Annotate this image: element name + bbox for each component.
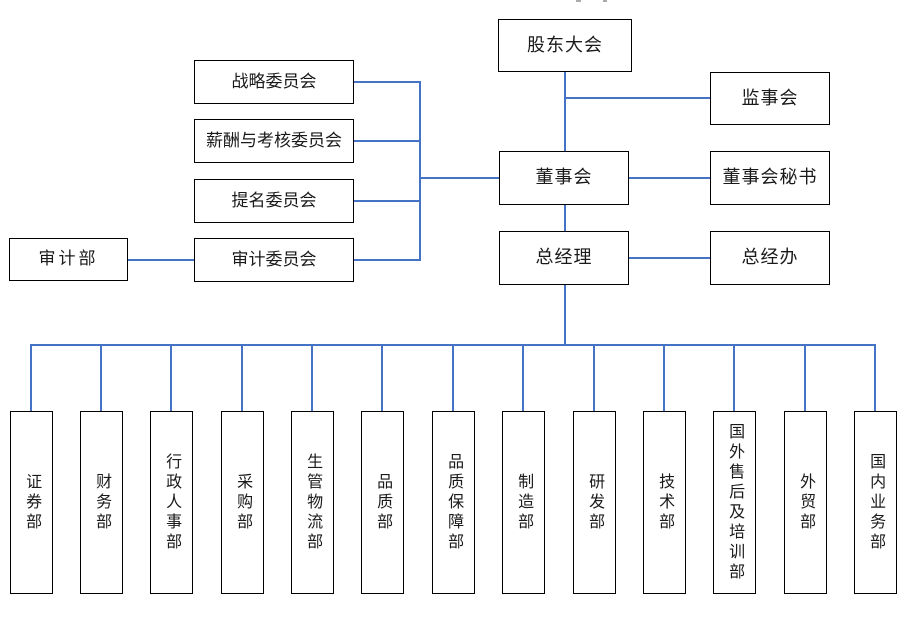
node-dept-technology: 技术部 xyxy=(643,411,686,594)
connector-nomination-committee xyxy=(354,200,420,202)
connector-drop-7 xyxy=(452,344,454,411)
connector-drop-1 xyxy=(30,344,32,411)
connector-board-secretary xyxy=(629,177,710,179)
node-board-secretary: 董事会秘书 xyxy=(710,151,830,205)
connector-compensation-committee xyxy=(354,140,420,142)
node-dept-production-logistics: 生管物流部 xyxy=(291,411,334,594)
node-dept-admin-hr: 行政人事部 xyxy=(150,411,193,594)
node-shareholders-meeting: 股东大会 xyxy=(498,19,632,72)
connector-drop-9 xyxy=(593,344,595,411)
node-dept-securities: 证券部 xyxy=(10,411,53,594)
node-dept-manufacturing: 制造部 xyxy=(502,411,545,594)
connector-drop-11 xyxy=(733,344,735,411)
connector-supervisory-branch xyxy=(564,97,710,99)
connector-audit-committee xyxy=(354,259,420,261)
node-board-of-directors: 董事会 xyxy=(499,151,629,205)
node-dept-quality-assurance: 品质保障部 xyxy=(432,411,475,594)
node-dept-overseas-aftersales-training: 国外售后及培训部 xyxy=(713,411,756,594)
connector-audit-dept xyxy=(128,259,194,261)
node-general-manager: 总经理 xyxy=(499,231,629,285)
connector-gm-office xyxy=(629,257,710,259)
node-dept-foreign-trade: 外贸部 xyxy=(784,411,827,594)
node-gm-office: 总经办 xyxy=(710,231,830,285)
node-compensation-committee: 薪酬与考核委员会 xyxy=(194,119,354,163)
connector-gm-departments xyxy=(564,285,566,346)
connector-drop-3 xyxy=(170,344,172,411)
connector-drop-10 xyxy=(663,344,665,411)
connector-drop-6 xyxy=(381,344,383,411)
node-dept-domestic-business: 国内业务部 xyxy=(854,411,897,594)
cropped-title-artifact xyxy=(603,0,607,2)
connector-drop-12 xyxy=(804,344,806,411)
node-dept-finance: 财务部 xyxy=(80,411,123,594)
node-audit-department: 审计部 xyxy=(9,238,128,281)
node-dept-purchasing: 采购部 xyxy=(221,411,264,594)
node-dept-rnd: 研发部 xyxy=(573,411,616,594)
cropped-title-artifact xyxy=(576,0,581,2)
node-strategy-committee: 战略委员会 xyxy=(194,60,354,104)
connector-drop-5 xyxy=(311,344,313,411)
connector-committees-board xyxy=(419,177,499,179)
connector-drop-8 xyxy=(522,344,524,411)
node-nomination-committee: 提名委员会 xyxy=(194,179,354,223)
connector-committee-bus xyxy=(419,81,421,261)
node-dept-quality: 品质部 xyxy=(361,411,404,594)
connector-strategy-committee xyxy=(354,81,420,83)
node-supervisory-board: 监事会 xyxy=(710,72,830,125)
connector-board-gm xyxy=(564,205,566,231)
node-audit-committee: 审计委员会 xyxy=(194,238,354,282)
connector-drop-13 xyxy=(874,344,876,411)
connector-drop-2 xyxy=(100,344,102,411)
connector-shareholders-board xyxy=(564,72,566,151)
connector-drop-4 xyxy=(241,344,243,411)
